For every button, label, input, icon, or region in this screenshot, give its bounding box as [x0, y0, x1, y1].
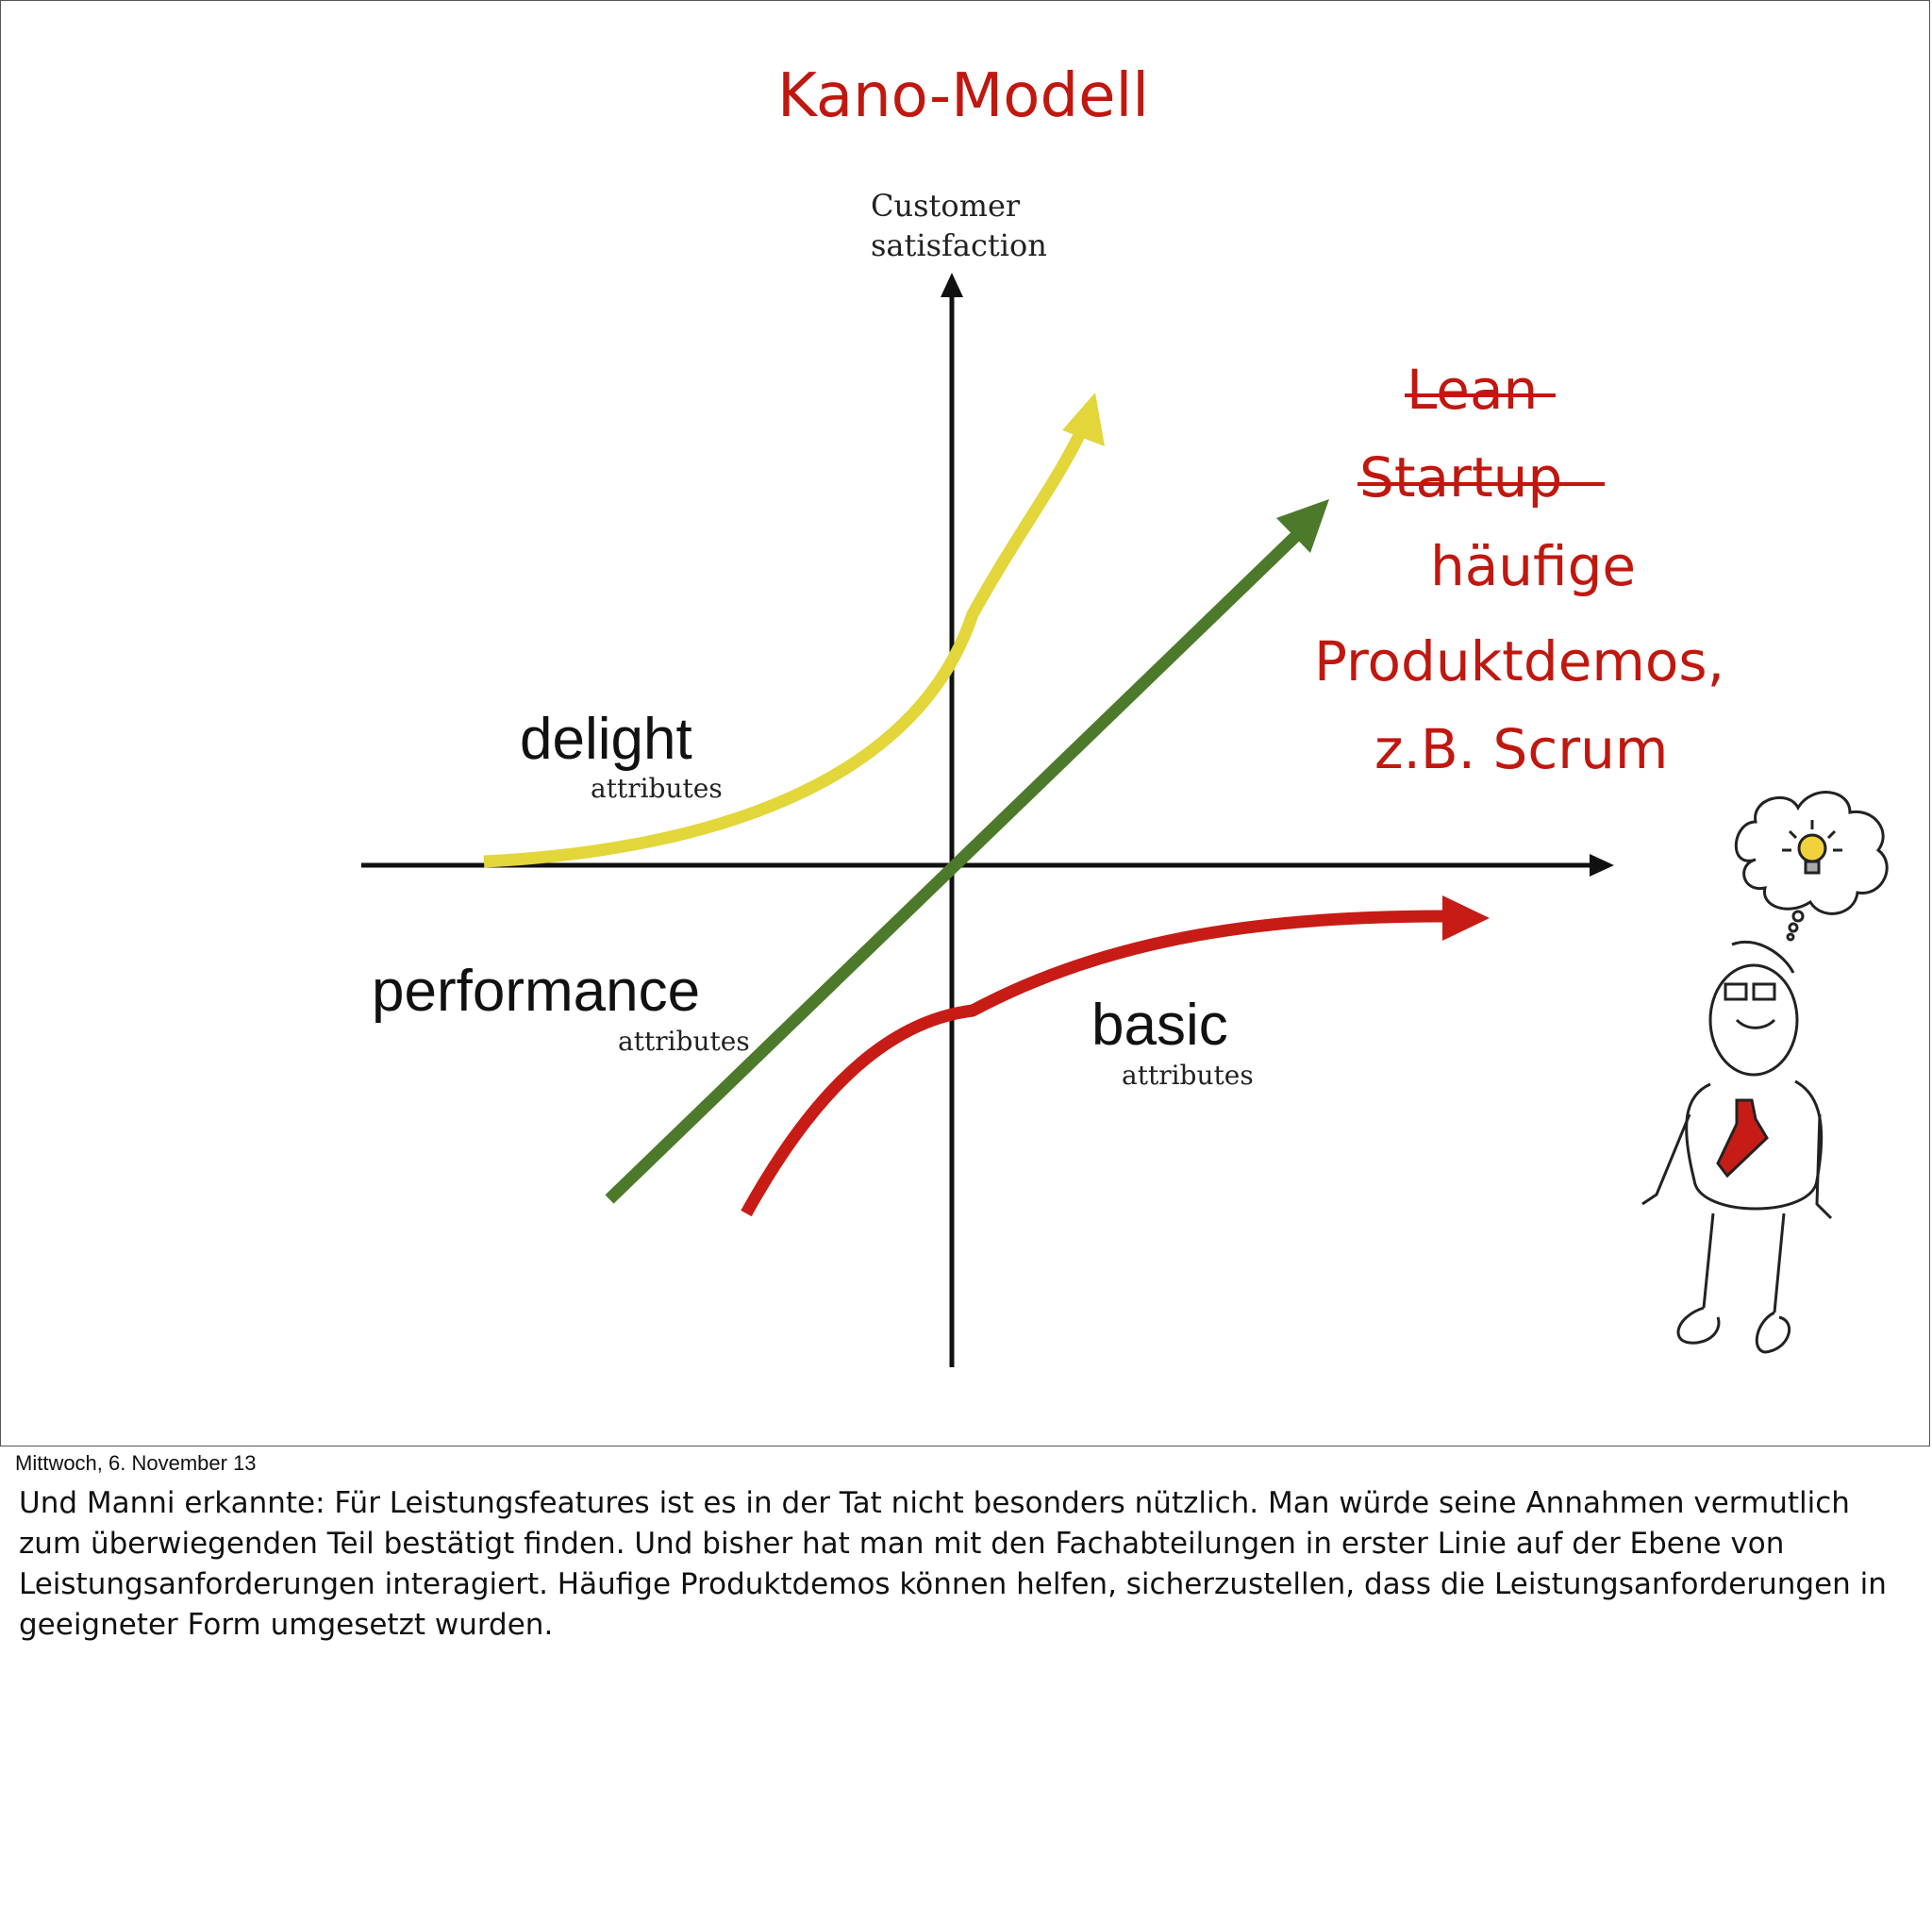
thought-bubble-icon — [1734, 791, 1889, 915]
basic-curve — [741, 910, 1445, 1217]
lightbulb-icon — [1797, 833, 1827, 863]
x-axis-arrowhead — [1590, 854, 1614, 877]
performance-sub-label: attributes — [618, 1026, 750, 1057]
kano-diagram: Kano-Modell Customer satisfaction deligh… — [361, 61, 1889, 1367]
annotation-line1: häufige — [1430, 534, 1636, 598]
head — [1708, 963, 1799, 1077]
delight-arrowhead — [1062, 393, 1105, 446]
y-axis-arrowhead — [941, 273, 963, 297]
performance-arrowhead — [1276, 499, 1329, 553]
axes — [361, 289, 1595, 1367]
delight-label: delight — [520, 707, 692, 772]
slide: Kano-Modell Customer satisfaction deligh… — [0, 0, 1930, 1446]
performance-line — [605, 525, 1307, 1204]
slide-title: Kano-Modell — [777, 61, 1149, 131]
annotation-line3: z.B. Scrum — [1374, 717, 1668, 781]
slide-date: Mittwoch, 6. November 13 — [15, 1451, 257, 1475]
delight-curve — [483, 423, 1090, 868]
stick-figure-illustration — [1641, 791, 1889, 1354]
notes-text: Und Manni erkannte: Für Leistungsfeature… — [19, 1486, 1887, 1642]
tie-icon — [1716, 1098, 1769, 1179]
annotation-struck-line1: Lean — [1407, 358, 1538, 422]
performance-label: performance — [372, 959, 700, 1024]
basic-sub-label: attributes — [1122, 1060, 1254, 1091]
speaker-notes: Und Manni erkannte: Für Leistungsfeature… — [19, 1483, 1906, 1646]
annotation-struck-line2: Startup — [1359, 445, 1562, 510]
annotation: Lean Startup häufige Produktdemos, z.B. … — [1314, 358, 1724, 781]
basic-label: basic — [1091, 993, 1228, 1058]
y-axis-label-line1: Customer — [871, 188, 1021, 224]
y-axis-label-line2: satisfaction — [871, 227, 1047, 263]
delight-sub-label: attributes — [591, 773, 723, 804]
basic-arrowhead — [1442, 895, 1490, 941]
annotation-line2: Produktdemos, — [1314, 629, 1724, 694]
